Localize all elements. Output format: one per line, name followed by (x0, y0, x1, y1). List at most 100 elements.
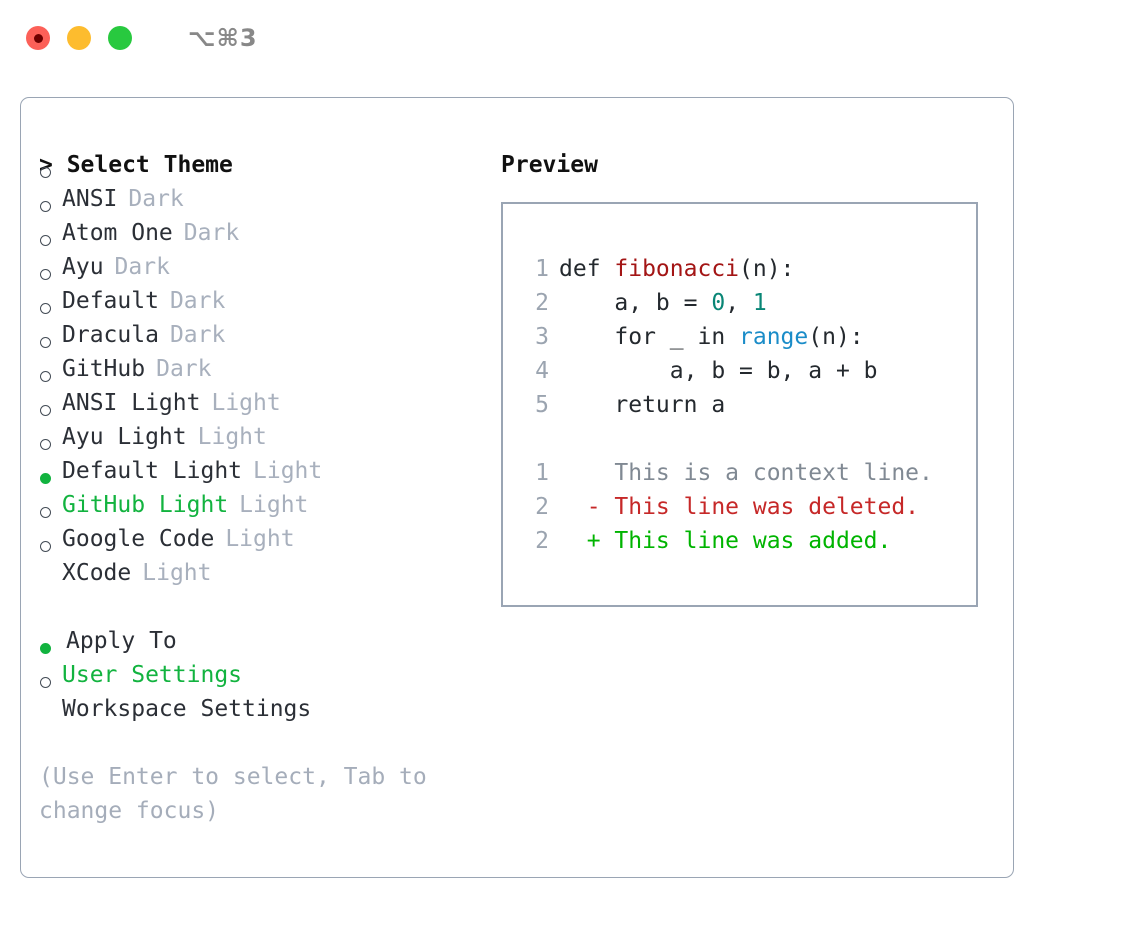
theme-option-label: Dracula (62, 322, 159, 348)
code-line: 2 a, b = 0, 1 (521, 286, 976, 320)
diff-line-added: 2 + This line was added. (521, 524, 976, 558)
code-token-plain: return a (559, 392, 726, 418)
code-line: 5 return a (521, 388, 976, 422)
theme-option-tag: Light (142, 560, 212, 586)
spacer (521, 422, 976, 456)
radio-selected-icon: ● (39, 643, 62, 692)
diff-text: This is a context line. (600, 460, 933, 486)
line-number: 2 (535, 528, 549, 554)
theme-option-label: ANSI (62, 186, 118, 212)
radio-unselected-icon: ○ (39, 201, 62, 250)
line-number: 2 (535, 494, 549, 520)
theme-option-label: XCode (62, 560, 132, 586)
line-number: 1 (535, 256, 549, 282)
theme-option-tag: Light (197, 424, 267, 450)
apply-to-option-label: Workspace Settings (62, 696, 312, 722)
code-token-plain: a, b = b, a + b (559, 358, 878, 384)
code-token-plain: a, b = (559, 290, 712, 316)
radio-unselected-icon: ○ (39, 337, 62, 386)
radio-unselected-icon: ○ (39, 405, 62, 454)
radio-unselected-icon: ○ (39, 541, 62, 590)
code-token-call: range (739, 324, 809, 350)
theme-option-tag: Dark (114, 254, 170, 280)
select-theme-header: > Select Theme (39, 152, 233, 178)
keyboard-shortcut-label: ⌥⌘3 (188, 24, 258, 52)
theme-option-tag: Light (225, 526, 295, 552)
line-number: 2 (535, 290, 549, 316)
window-controls (26, 26, 132, 50)
code-line: 1 def fibonacci(n): (521, 252, 976, 286)
line-number: 1 (535, 460, 549, 486)
theme-option-tag: Light (211, 390, 281, 416)
apply-to-option-workspace-settings[interactable]: ○Workspace Settings (39, 677, 499, 726)
diff-marker (559, 456, 601, 490)
maximize-window-icon[interactable] (108, 26, 132, 50)
theme-option-ayu-light[interactable]: ○Ayu Light Light (39, 405, 499, 454)
code-token-plain: def (559, 256, 615, 282)
diff-text: This line was added. (600, 528, 892, 554)
diff-marker: - (559, 494, 601, 520)
theme-option-default[interactable]: ○Default Dark (39, 269, 499, 318)
radio-selected-icon: ● (39, 473, 62, 522)
close-window-icon[interactable] (26, 26, 50, 50)
theme-option-tag: Light (239, 492, 309, 518)
diff-marker: + (559, 528, 601, 554)
minimize-window-icon[interactable] (67, 26, 91, 50)
apply-to-option-label: User Settings (62, 662, 243, 688)
radio-unselected-icon: ○ (39, 439, 62, 488)
theme-option-xcode[interactable]: ○XCode Light (39, 541, 499, 590)
code-token-plain: (n): (739, 256, 795, 282)
theme-option-tag: Dark (128, 186, 184, 212)
apply-to-option-list: ●User Settings○Workspace Settings (39, 643, 499, 726)
title-bar: ⌥⌘3 (0, 0, 1140, 76)
line-number: 3 (535, 324, 549, 350)
theme-option-tag: Dark (183, 220, 240, 246)
code-token-number: 1 (752, 290, 767, 316)
theme-option-dracula[interactable]: ○Dracula Dark (39, 303, 499, 352)
diff-sample: 1 This is a context line. 2 - This line w… (521, 456, 976, 558)
theme-option-tag: Dark (169, 322, 226, 348)
code-token-plain: , (725, 290, 753, 316)
code-token-function: fibonacci (614, 256, 740, 282)
theme-option-label: Atom One (62, 220, 173, 246)
apply-to-option-user-settings[interactable]: ●User Settings (39, 643, 499, 692)
theme-option-label: Google Code (62, 526, 215, 552)
theme-option-label: GitHub (62, 356, 146, 382)
code-line: 4 a, b = b, a + b (521, 354, 976, 388)
radio-unselected-icon: ○ (39, 677, 62, 726)
radio-unselected-icon: ○ (39, 303, 62, 352)
theme-option-atom-one[interactable]: ○Atom One Dark (39, 201, 499, 250)
radio-unselected-icon: ○ (39, 167, 62, 216)
radio-unselected-icon: ○ (39, 507, 62, 556)
radio-unselected-icon: ○ (39, 269, 62, 318)
radio-unselected-icon: ○ (39, 371, 62, 420)
diff-text: This line was deleted. (600, 494, 920, 520)
preview-title: Preview (501, 152, 598, 178)
theme-option-google-code[interactable]: ○Google Code Light (39, 507, 499, 556)
spacer (39, 590, 499, 624)
code-token-number: 0 (711, 290, 726, 316)
radio-unselected-icon: ○ (39, 235, 62, 284)
theme-option-ansi[interactable]: ○ANSI Dark (39, 167, 499, 216)
code-token-plain: (n): (808, 324, 864, 350)
code-line: 3 for _ in range(n): (521, 320, 976, 354)
line-number: 4 (535, 358, 549, 384)
code-token-plain: for _ in (559, 324, 740, 350)
theme-option-label: GitHub Light (62, 492, 229, 518)
theme-option-label: Ayu Light (62, 424, 187, 450)
theme-option-github-light[interactable]: ●GitHub Light Light (39, 473, 499, 522)
theme-option-tag: Dark (169, 288, 226, 314)
theme-option-label: Default (62, 288, 159, 314)
keyboard-hint-text: (Use Enter to select, Tab to change focu… (39, 764, 441, 824)
apply-to-label: Apply To (66, 628, 177, 654)
